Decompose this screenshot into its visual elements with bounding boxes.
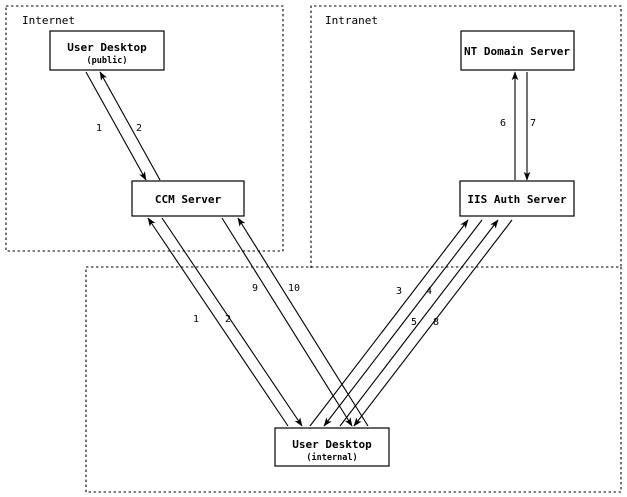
node-title-ccm-server: CCM Server (155, 193, 222, 206)
flow-internal-to-ccm-1 (147, 217, 289, 427)
node-box-user-desktop-internal (274, 427, 390, 467)
edge-label-public-to-ccm-1: 1 (96, 123, 102, 134)
edge-label-ccm-to-public-2: 2 (136, 123, 142, 134)
node-user-desktop-public[interactable]: User Desktop (public) (49, 30, 165, 71)
zone-boundary-intranet (310, 5, 622, 268)
node-title-user-desktop-public: User Desktop (67, 41, 147, 54)
node-user-desktop-internal[interactable]: User Desktop (internal) (274, 427, 390, 467)
edge-label-iis-to-internal-4: 4 (426, 286, 432, 297)
node-subtitle-user-desktop-internal: (internal) (306, 452, 357, 463)
flow-iis-to-internal-4 (323, 219, 483, 427)
edge-label-iis-to-nt-6: 6 (500, 118, 506, 129)
zone-label-intranet: Intranet (325, 14, 378, 27)
node-nt-domain-server[interactable]: NT Domain Server (460, 30, 575, 71)
node-box-iis-auth-server (459, 180, 575, 217)
flow-ccm-to-internal-2 (161, 217, 303, 427)
edge-label-internal-to-ccm-1: 1 (193, 314, 199, 325)
flow-internal-to-ccm-10 (237, 217, 369, 427)
node-box-nt-domain-server (460, 30, 575, 71)
node-title-user-desktop-internal: User Desktop (292, 438, 372, 451)
edge-label-iis-to-internal-8: 8 (433, 317, 439, 328)
flow-ccm-to-public-2 (99, 71, 161, 181)
flow-ccm-to-internal-9 (221, 217, 353, 427)
edge-label-nt-to-iis-7: 7 (530, 118, 536, 129)
edge-label-ccm-to-internal-9: 9 (252, 283, 258, 294)
node-box-user-desktop-public (49, 30, 165, 71)
zone-boundary-internet (5, 5, 284, 252)
node-title-iis-auth-server: IIS Auth Server (467, 193, 567, 206)
node-box-ccm-server (131, 180, 245, 217)
flow-internal-to-iis-3 (309, 219, 469, 427)
edge-label-internal-to-iis-3: 3 (396, 286, 402, 297)
zone-label-internet: Internet (22, 14, 75, 27)
node-subtitle-user-desktop-public: (public) (87, 55, 128, 66)
flow-iis-to-internal-8 (353, 219, 513, 427)
node-ccm-server[interactable]: CCM Server (131, 180, 245, 217)
flow-public-to-ccm-1 (85, 71, 147, 181)
node-iis-auth-server[interactable]: IIS Auth Server (459, 180, 575, 217)
edge-label-ccm-to-internal-2: 2 (225, 314, 231, 325)
edge-label-internal-to-ccm-10: 10 (288, 283, 300, 294)
node-title-nt-domain-server: NT Domain Server (464, 45, 570, 58)
edge-label-internal-to-iis-5: 5 (411, 317, 417, 328)
flow-internal-to-iis-5 (339, 219, 499, 427)
